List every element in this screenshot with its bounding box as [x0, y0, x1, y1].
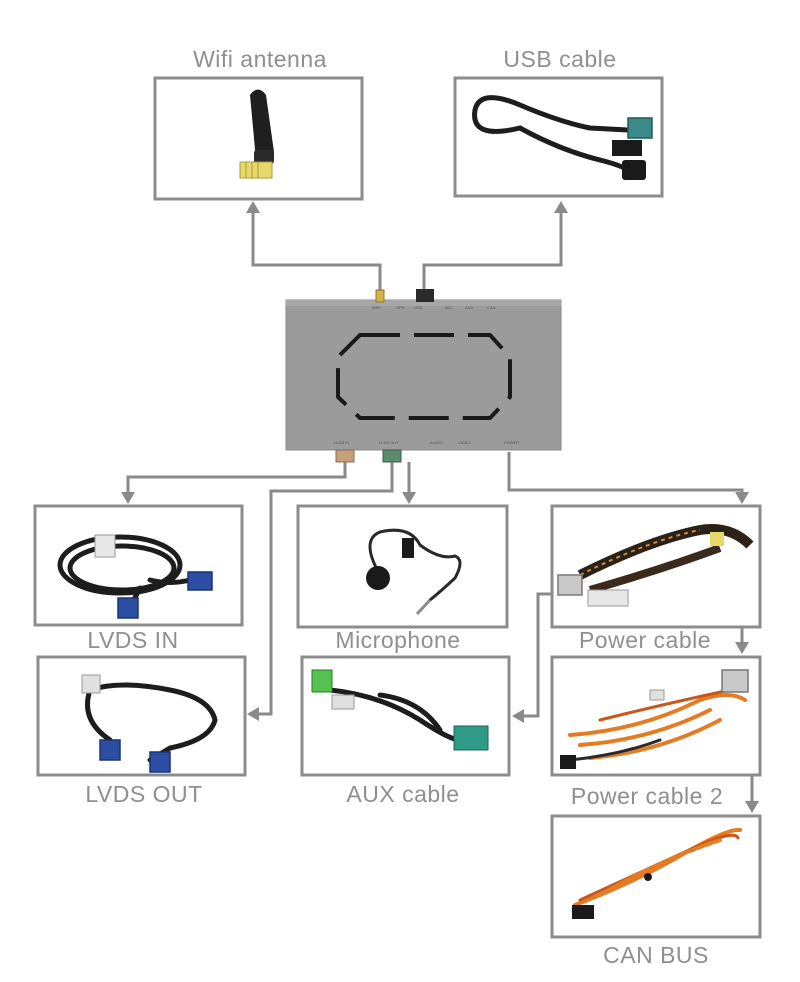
power-cable-image	[557, 524, 754, 607]
svg-text:MIC: MIC	[445, 305, 452, 310]
wifi-antenna-image	[239, 89, 274, 179]
svg-text:WIFI: WIFI	[372, 305, 380, 310]
svg-text:VIDEO: VIDEO	[458, 440, 470, 445]
svg-text:POWER: POWER	[504, 440, 519, 445]
svg-text:USB: USB	[414, 305, 423, 310]
label-wifi-antenna: Wifi antenna	[193, 46, 327, 72]
aux-cable-box	[300, 655, 511, 777]
lvds-out-image	[81, 674, 218, 773]
lvds-in-image	[57, 534, 213, 619]
svg-text:AUX: AUX	[465, 305, 474, 310]
label-usb-cable: USB cable	[503, 46, 616, 72]
microphone-box	[296, 504, 509, 629]
connector-lines	[121, 201, 759, 813]
svg-text:GPS: GPS	[396, 305, 405, 310]
label-power-cable: Power cable	[579, 627, 711, 653]
svg-text:LVDS OUT: LVDS OUT	[379, 440, 399, 445]
microphone-image	[366, 528, 462, 616]
label-power-cable-2: Power cable 2	[571, 783, 723, 809]
svg-text:LVDS IN: LVDS IN	[334, 440, 349, 445]
can-bus-image	[572, 827, 742, 919]
head-unit-module: WIFI GPS USB MIC AUX CAN LVDS IN LVDS OU…	[285, 289, 562, 463]
aux-cable-image	[311, 669, 489, 751]
usb-cable-image	[472, 95, 653, 180]
label-aux-cable: AUX cable	[346, 781, 459, 807]
label-lvds-in: LVDS IN	[87, 627, 178, 653]
svg-text:CAN: CAN	[487, 305, 496, 310]
power-cable-2-image	[560, 669, 749, 769]
label-lvds-out: LVDS OUT	[85, 781, 202, 807]
label-microphone: Microphone	[335, 627, 460, 653]
lvds-out-box	[36, 655, 247, 777]
svg-text:AUDIO: AUDIO	[430, 440, 443, 445]
label-can-bus: CAN BUS	[603, 942, 709, 968]
